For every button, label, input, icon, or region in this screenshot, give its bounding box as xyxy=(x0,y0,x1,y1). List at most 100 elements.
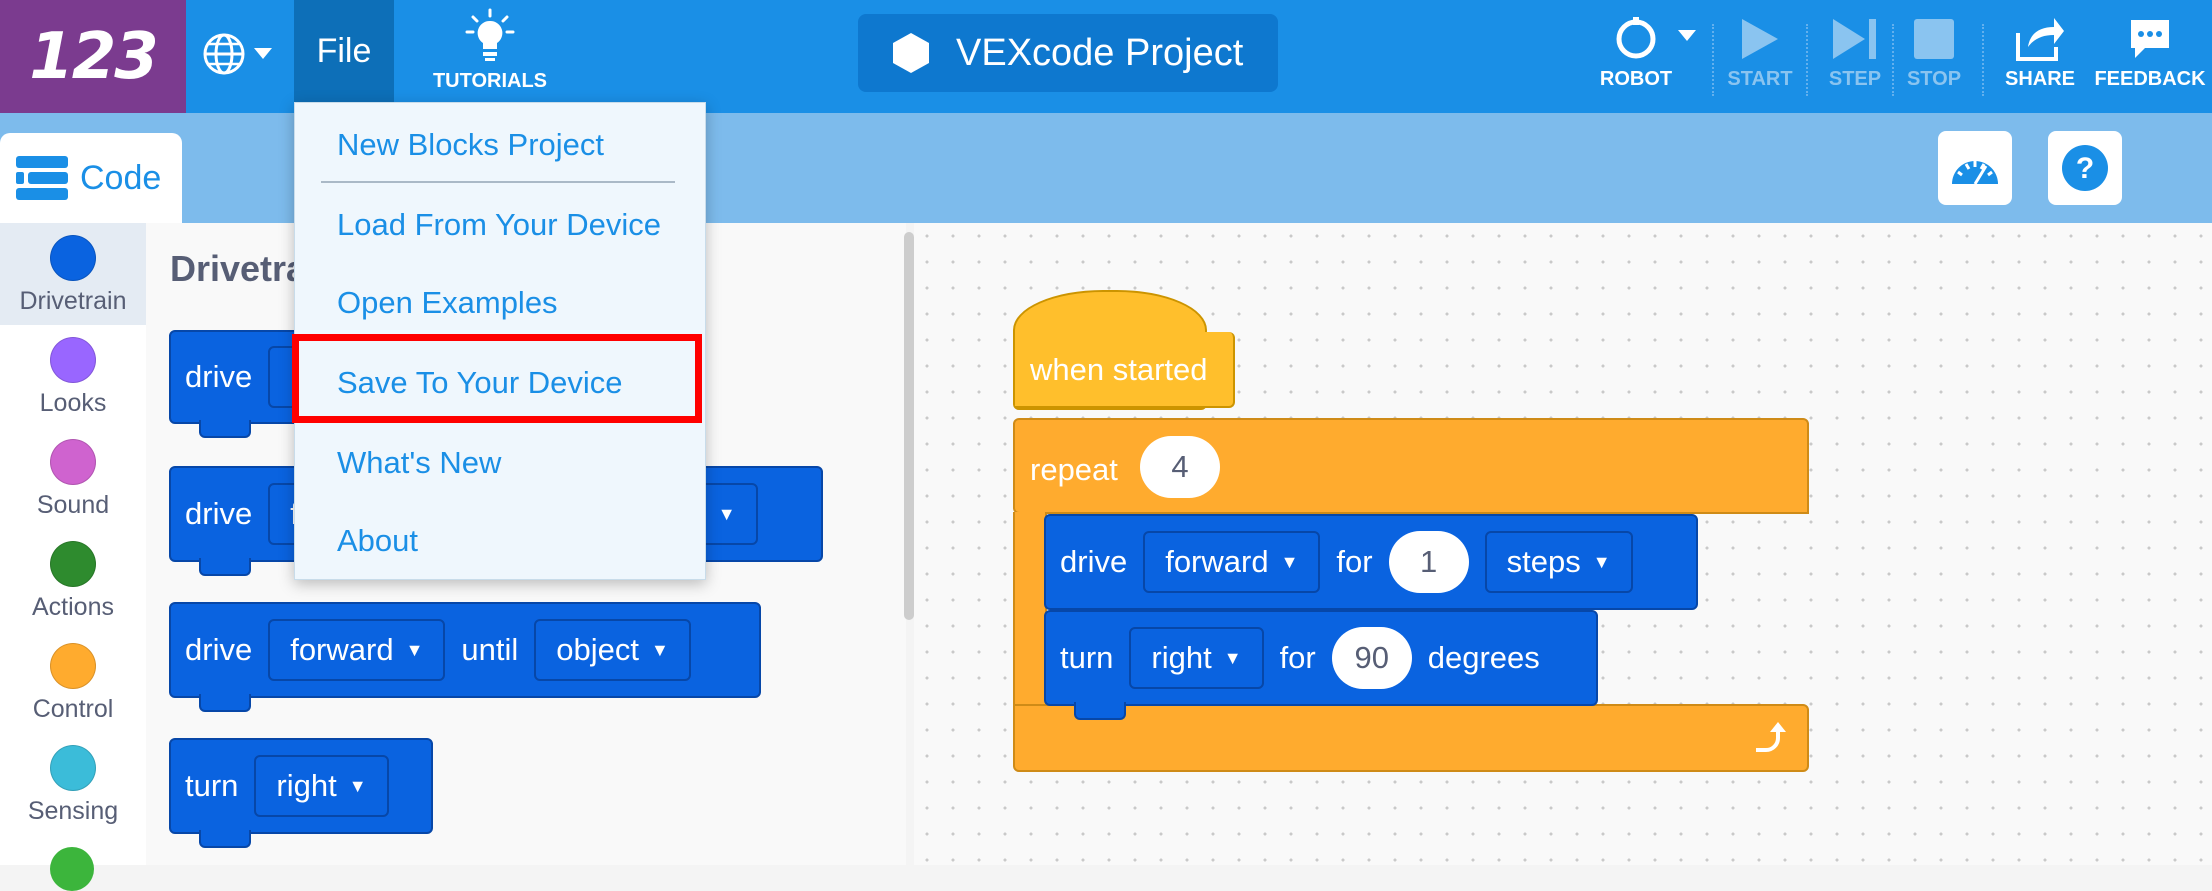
language-button[interactable] xyxy=(202,24,292,84)
repeat-block-footer xyxy=(1013,704,1809,772)
category-label: Drivetrain xyxy=(19,287,127,315)
dropdown-value: forward xyxy=(290,632,394,667)
category-color-dot xyxy=(50,541,96,587)
block-word: drive xyxy=(185,496,253,531)
vexcode-123-logo: 123 xyxy=(0,0,186,113)
category-sensing[interactable]: Sensing xyxy=(0,733,146,835)
stop-label: STOP xyxy=(1906,68,1962,90)
menu-item-save-to-device[interactable]: Save To Your Device xyxy=(337,365,623,400)
project-name-button[interactable]: VEXcode Project xyxy=(858,14,1278,92)
project-name: VEXcode Project xyxy=(956,31,1244,74)
dropdown-value: right xyxy=(1151,640,1212,675)
repeat-count-input[interactable]: 4 xyxy=(1140,436,1220,498)
toolbar-divider xyxy=(1712,24,1714,96)
block-notch xyxy=(199,420,251,438)
category-actions[interactable]: Actions xyxy=(0,529,146,631)
category-looks[interactable]: Looks xyxy=(0,325,146,427)
dropdown-caret-icon: ▼ xyxy=(1592,551,1611,572)
repeat-count: 4 xyxy=(1171,449,1189,484)
number-input[interactable]: 90 xyxy=(1331,627,1412,689)
code-blocks-icon xyxy=(16,156,68,200)
target-dropdown[interactable]: object ▼ xyxy=(534,619,691,681)
category-label: Sensing xyxy=(27,797,119,825)
highlight-box xyxy=(292,334,702,423)
category-drivetrain[interactable]: Drivetrain xyxy=(0,223,146,325)
direction-dropdown[interactable]: right▼ xyxy=(254,755,389,817)
start-button[interactable]: START xyxy=(1718,10,1802,102)
start-label: START xyxy=(1727,68,1793,90)
script-block-turn[interactable]: turn right▼ for 90 degrees xyxy=(1044,610,1598,720)
menu-item-about[interactable]: About xyxy=(337,523,419,558)
block-word: drive xyxy=(185,359,253,394)
dropdown-caret-icon: ▼ xyxy=(405,639,424,660)
toolbar-divider xyxy=(1982,24,1984,96)
code-tab-label: Code xyxy=(80,158,162,197)
category-color-dot xyxy=(50,745,96,791)
robot-button[interactable]: ROBOT xyxy=(1588,10,1684,102)
toolbar-divider xyxy=(1806,24,1808,96)
feedback-button[interactable]: FEEDBACK xyxy=(2092,10,2208,102)
stop-icon xyxy=(1914,19,1954,59)
toolbar-divider xyxy=(1892,24,1894,96)
block-notch xyxy=(199,558,251,576)
category-color-dot xyxy=(50,643,96,689)
block-word: degrees xyxy=(1427,640,1540,675)
block-word: for xyxy=(1336,544,1373,579)
menu-item-whats-new[interactable]: What's New xyxy=(337,445,502,480)
when-started-label: when started xyxy=(1030,352,1208,387)
dropdown-value: object xyxy=(556,632,640,667)
question-mark-icon: ? xyxy=(2062,145,2108,191)
when-started-body[interactable] xyxy=(1015,332,1235,408)
tab-code[interactable]: Code xyxy=(0,133,182,223)
step-icon xyxy=(1833,19,1876,59)
category-control[interactable]: Control xyxy=(0,631,146,733)
category-label: Actions xyxy=(32,593,114,621)
robot-label: ROBOT xyxy=(1599,68,1673,90)
file-label: File xyxy=(316,31,372,70)
category-color-dot xyxy=(50,847,94,891)
unit-dropdown[interactable]: steps ▼ xyxy=(1484,531,1633,593)
share-button[interactable]: SHARE xyxy=(1996,10,2084,102)
category-sound[interactable]: Sound xyxy=(0,427,146,529)
feedback-icon xyxy=(2131,20,2169,58)
direction-dropdown[interactable]: forward ▼ xyxy=(268,619,446,681)
share-label: SHARE xyxy=(2004,68,2075,90)
dropdown-value: steps xyxy=(1506,544,1581,579)
number-input[interactable]: 1 xyxy=(1388,531,1469,593)
menu-item-load-from-device[interactable]: Load From Your Device xyxy=(337,207,661,242)
menu-divider xyxy=(321,181,675,183)
robot-brain-icon xyxy=(1616,17,1656,59)
palette-block-drive-until[interactable]: drive forward▼ until object▼ xyxy=(169,602,761,712)
script-block-drive[interactable]: drive forward▼ for 1 steps▼ xyxy=(1044,514,1698,610)
palette-scrollbar[interactable] xyxy=(904,232,914,620)
dropdown-caret-icon: ▼ xyxy=(1280,551,1299,572)
dashboard-button[interactable] xyxy=(1938,131,2012,205)
dashboard-gauge-icon xyxy=(1952,161,1998,185)
block-category-list: Drivetrain Looks Sound Actions Control S… xyxy=(0,223,146,891)
category-color-dot xyxy=(50,439,96,485)
play-icon xyxy=(1742,19,1778,59)
number-value: 1 xyxy=(1419,544,1438,579)
direction-dropdown[interactable]: right▼ xyxy=(1129,627,1264,689)
logo-text: 123 xyxy=(29,19,159,94)
dropdown-caret-icon: ▼ xyxy=(651,639,669,660)
robot-chevron-down-icon[interactable] xyxy=(1678,30,1696,42)
share-icon xyxy=(2016,18,2064,61)
help-button[interactable]: ? xyxy=(2048,131,2122,205)
palette-block-turn[interactable]: turn right▼ xyxy=(169,738,433,848)
step-button[interactable]: STEP xyxy=(1814,10,1896,102)
category-label: Control xyxy=(32,695,114,723)
file-dropdown-menu: New Blocks Project Load From Your Device… xyxy=(294,102,706,580)
direction-dropdown[interactable]: forward▼ xyxy=(1143,531,1321,593)
block-word: for xyxy=(1279,640,1316,675)
file-menu-button[interactable]: File xyxy=(294,0,394,102)
block-word: turn xyxy=(1060,640,1114,675)
menu-item-new-blocks-project[interactable]: New Blocks Project xyxy=(337,127,605,162)
loop-arrow-icon xyxy=(1756,722,1786,752)
tutorials-button[interactable]: TUTORIALS xyxy=(410,8,570,100)
menu-item-open-examples[interactable]: Open Examples xyxy=(337,285,558,320)
block-notch xyxy=(1074,702,1126,720)
category-color-dot xyxy=(50,337,96,383)
stop-button[interactable]: STOP xyxy=(1894,10,1974,102)
repeat-block[interactable] xyxy=(1013,418,1809,514)
